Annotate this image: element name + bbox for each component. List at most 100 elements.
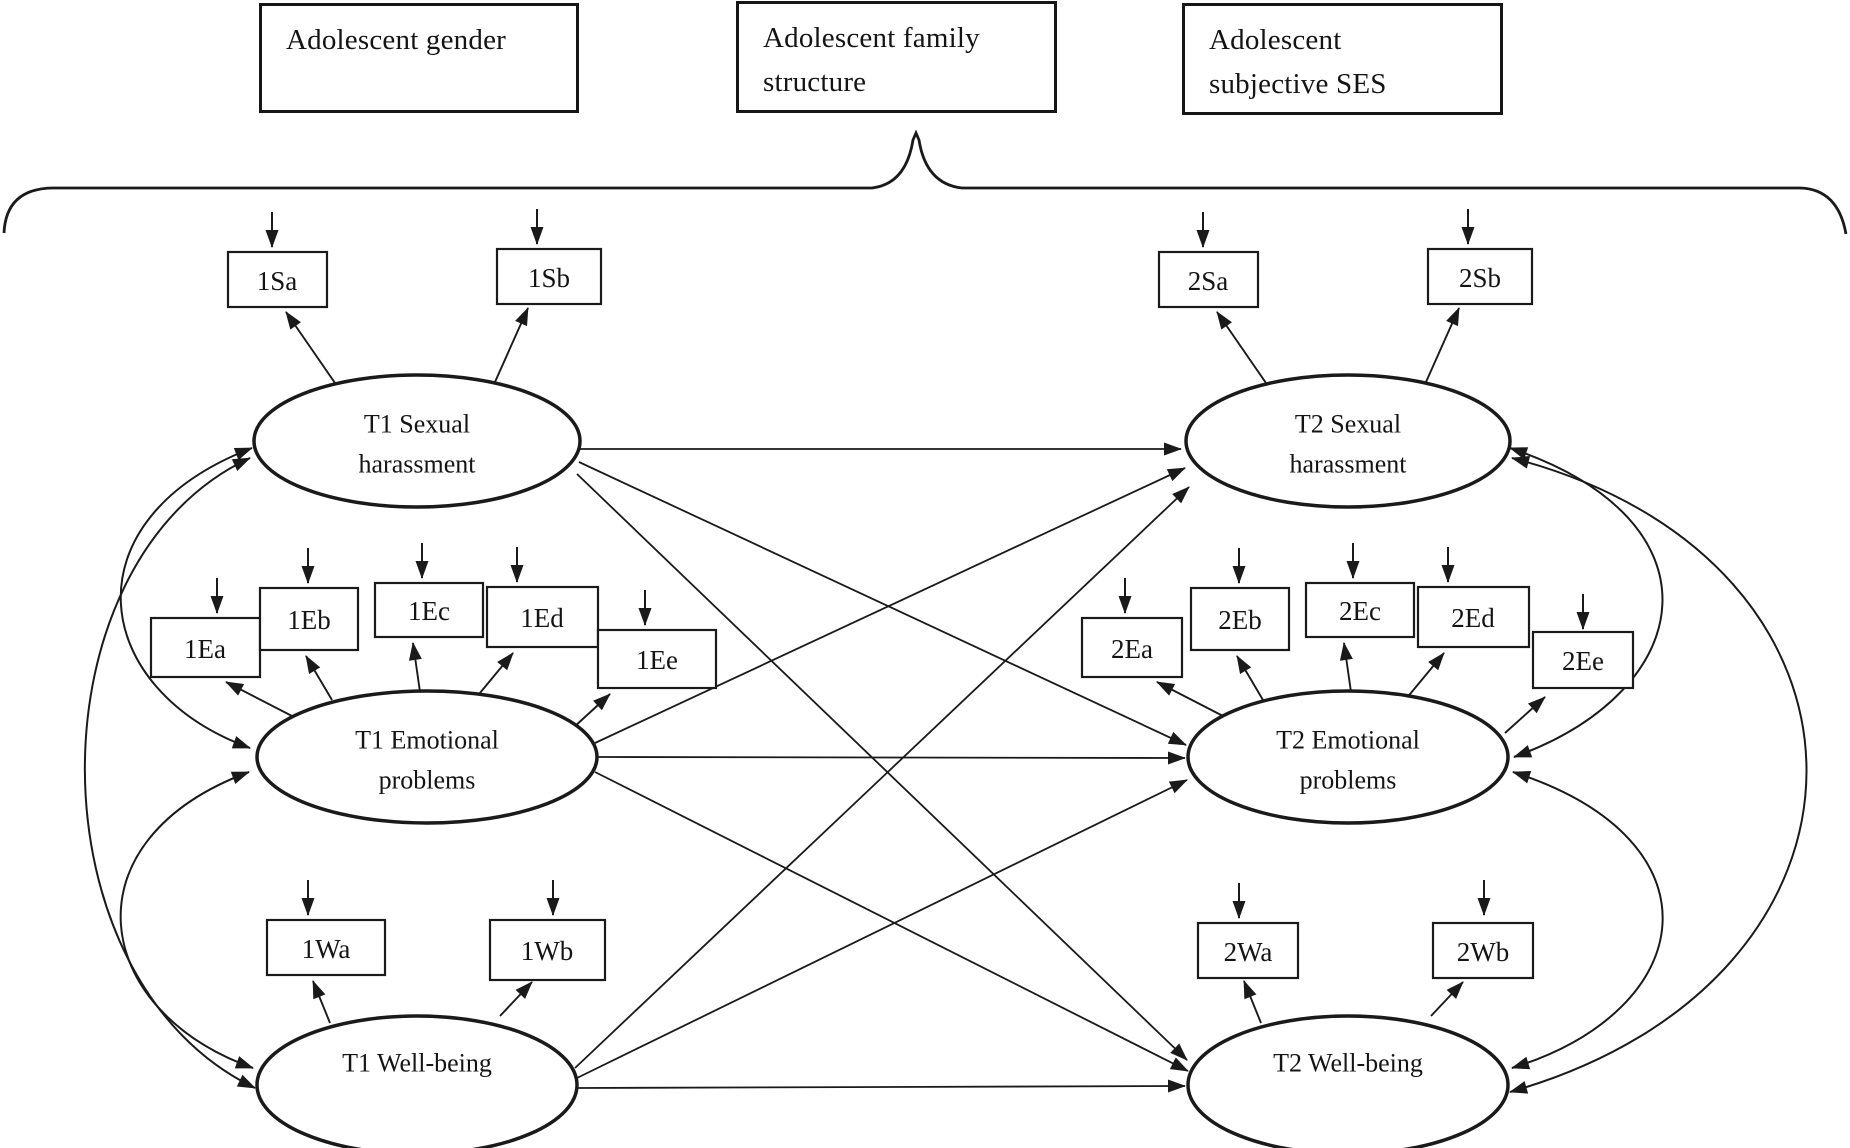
indicator-box [1304, 581, 1416, 639]
indicator-1ed: 1Ed [485, 585, 600, 649]
indicator-label: 1Wb [521, 936, 573, 966]
indicator-box [226, 250, 329, 309]
loading-t1e-1ea [225, 681, 293, 717]
indicator-label: 2Ea [1111, 634, 1153, 664]
path-t1w-to-t2w [576, 1079, 1186, 1093]
indicator-box [1080, 616, 1184, 679]
brace [2, 129, 1848, 235]
latent-label: T2 Sexual [1295, 410, 1401, 439]
indicator-box [265, 918, 387, 977]
latent-ellipse [255, 689, 599, 825]
indicator-1sa: 1Sa [226, 250, 329, 309]
indicator-label: 2Wb [1457, 937, 1509, 967]
path-t1e-to-t2w [594, 771, 1189, 1072]
path-t1e-to-t2e [596, 751, 1186, 765]
indicator-1wb: 1Wb [488, 918, 607, 982]
indicator-1eb: 1Eb [258, 586, 360, 652]
indicator-box [1196, 921, 1300, 980]
indicator-box [258, 586, 360, 652]
latent-label: T1 Emotional [355, 726, 499, 755]
latent-t1-emotional-problems: T1 Emotional problems [255, 689, 599, 825]
latent-ellipse [252, 373, 582, 509]
latent-label: harassment [1290, 450, 1408, 479]
indicator-box [1416, 585, 1531, 649]
path-t1s-to-t2w [576, 473, 1188, 1061]
covariance-arc-t2e-t2w [1511, 771, 1664, 1070]
indicator-box [596, 628, 718, 690]
latent-label: T2 Well-being [1273, 1049, 1423, 1078]
indicator-2eb: 2Eb [1189, 586, 1291, 652]
covariance-arc-t2s-t2e [1509, 447, 1664, 758]
loading-t2e-2ea [1156, 681, 1224, 717]
covariance-arc-t1e-t1w [119, 771, 254, 1069]
latent-label: T2 Emotional [1276, 726, 1420, 755]
indicator-label: 2Ee [1562, 646, 1604, 676]
indicator-label: 2Ed [1451, 603, 1495, 633]
loading-t2w-2wb [1430, 981, 1464, 1017]
loading-t1w-1wb [499, 981, 533, 1017]
latent-t2-well-being: T2 Well-being [1186, 1014, 1510, 1148]
indicator-label: 1Ec [408, 596, 450, 626]
indicator-label: 2Ec [1339, 596, 1381, 626]
covariate-box-adolescent-gender: Adolescent gender [259, 3, 579, 113]
indicator-box [1426, 247, 1534, 306]
indicator-label: 1Ea [184, 634, 226, 664]
covariate-label-line: Adolescent [1209, 24, 1342, 56]
indicator-2ee: 2Ee [1531, 630, 1635, 690]
indicator-label: 1Sa [257, 266, 298, 296]
indicator-label: 1Eb [287, 605, 331, 635]
latent-label: T1 Well-being [342, 1049, 492, 1078]
path-t1w-to-t2e [576, 779, 1188, 1079]
indicator-1ec: 1Ec [373, 581, 485, 639]
indicator-label: 2Eb [1218, 605, 1262, 635]
indicator-2sa: 2Sa [1157, 250, 1260, 309]
indicator-box [1189, 586, 1291, 652]
indicator-box [1431, 921, 1535, 980]
path-t1e-to-t2s [594, 467, 1186, 744]
indicator-box [488, 918, 607, 982]
latent-label: problems [379, 766, 476, 795]
covariate-label-line: Adolescent gender [286, 24, 507, 56]
indicator-1ea: 1Ea [149, 616, 262, 679]
loading-t1e-1ee [572, 693, 611, 729]
indicator-label: 1Sb [528, 263, 570, 293]
path-t1s-to-t2e [578, 461, 1187, 746]
latent-label: harassment [359, 450, 477, 479]
loading-t1w-1wa [312, 980, 331, 1024]
indicator-2sb: 2Sb [1426, 247, 1534, 306]
loading-t2e-2ee [1504, 696, 1546, 734]
covariate-label-line: Adolescent family [763, 22, 980, 54]
indicator-2ec: 2Ec [1304, 581, 1416, 639]
indicator-label: 1Ee [636, 645, 678, 675]
latent-label: problems [1300, 766, 1397, 795]
indicator-label: 1Wa [302, 934, 351, 964]
indicator-label: 2Sa [1188, 266, 1229, 296]
loading-t1e-1ec [408, 642, 422, 693]
loading-t2w-2wa [1243, 980, 1262, 1024]
indicator-1wa: 1Wa [265, 918, 387, 977]
path-t1w-to-t2s [574, 486, 1190, 1069]
indicator-box [373, 581, 485, 639]
covariance-arc-t1s-t1e [119, 447, 253, 749]
indicator-box [495, 247, 603, 306]
loading-t2e-2ec [1339, 642, 1353, 693]
loading-t1s-1sa [285, 311, 336, 384]
latent-t2-emotional-problems: T2 Emotional problems [1186, 689, 1510, 825]
indicator-2wb: 2Wb [1431, 921, 1535, 980]
latent-ellipse [1186, 689, 1510, 825]
indicator-box [1157, 250, 1260, 309]
covariance-arc-t1s-t1w [83, 457, 256, 1089]
latent-label: T1 Sexual [364, 410, 470, 439]
indicator-1ee: 1Ee [596, 628, 718, 690]
loading-t2s-2sa [1216, 311, 1267, 384]
indicator-2wa: 2Wa [1196, 921, 1300, 980]
indicator-label: 2Wa [1224, 937, 1273, 967]
indicator-box [1531, 630, 1635, 690]
indicator-2ea: 2Ea [1080, 616, 1184, 679]
latent-ellipse [1186, 1014, 1510, 1148]
loading-t2e-2eb [1236, 655, 1264, 701]
indicator-box [149, 616, 262, 679]
loading-t2s-2sb [1425, 307, 1460, 383]
